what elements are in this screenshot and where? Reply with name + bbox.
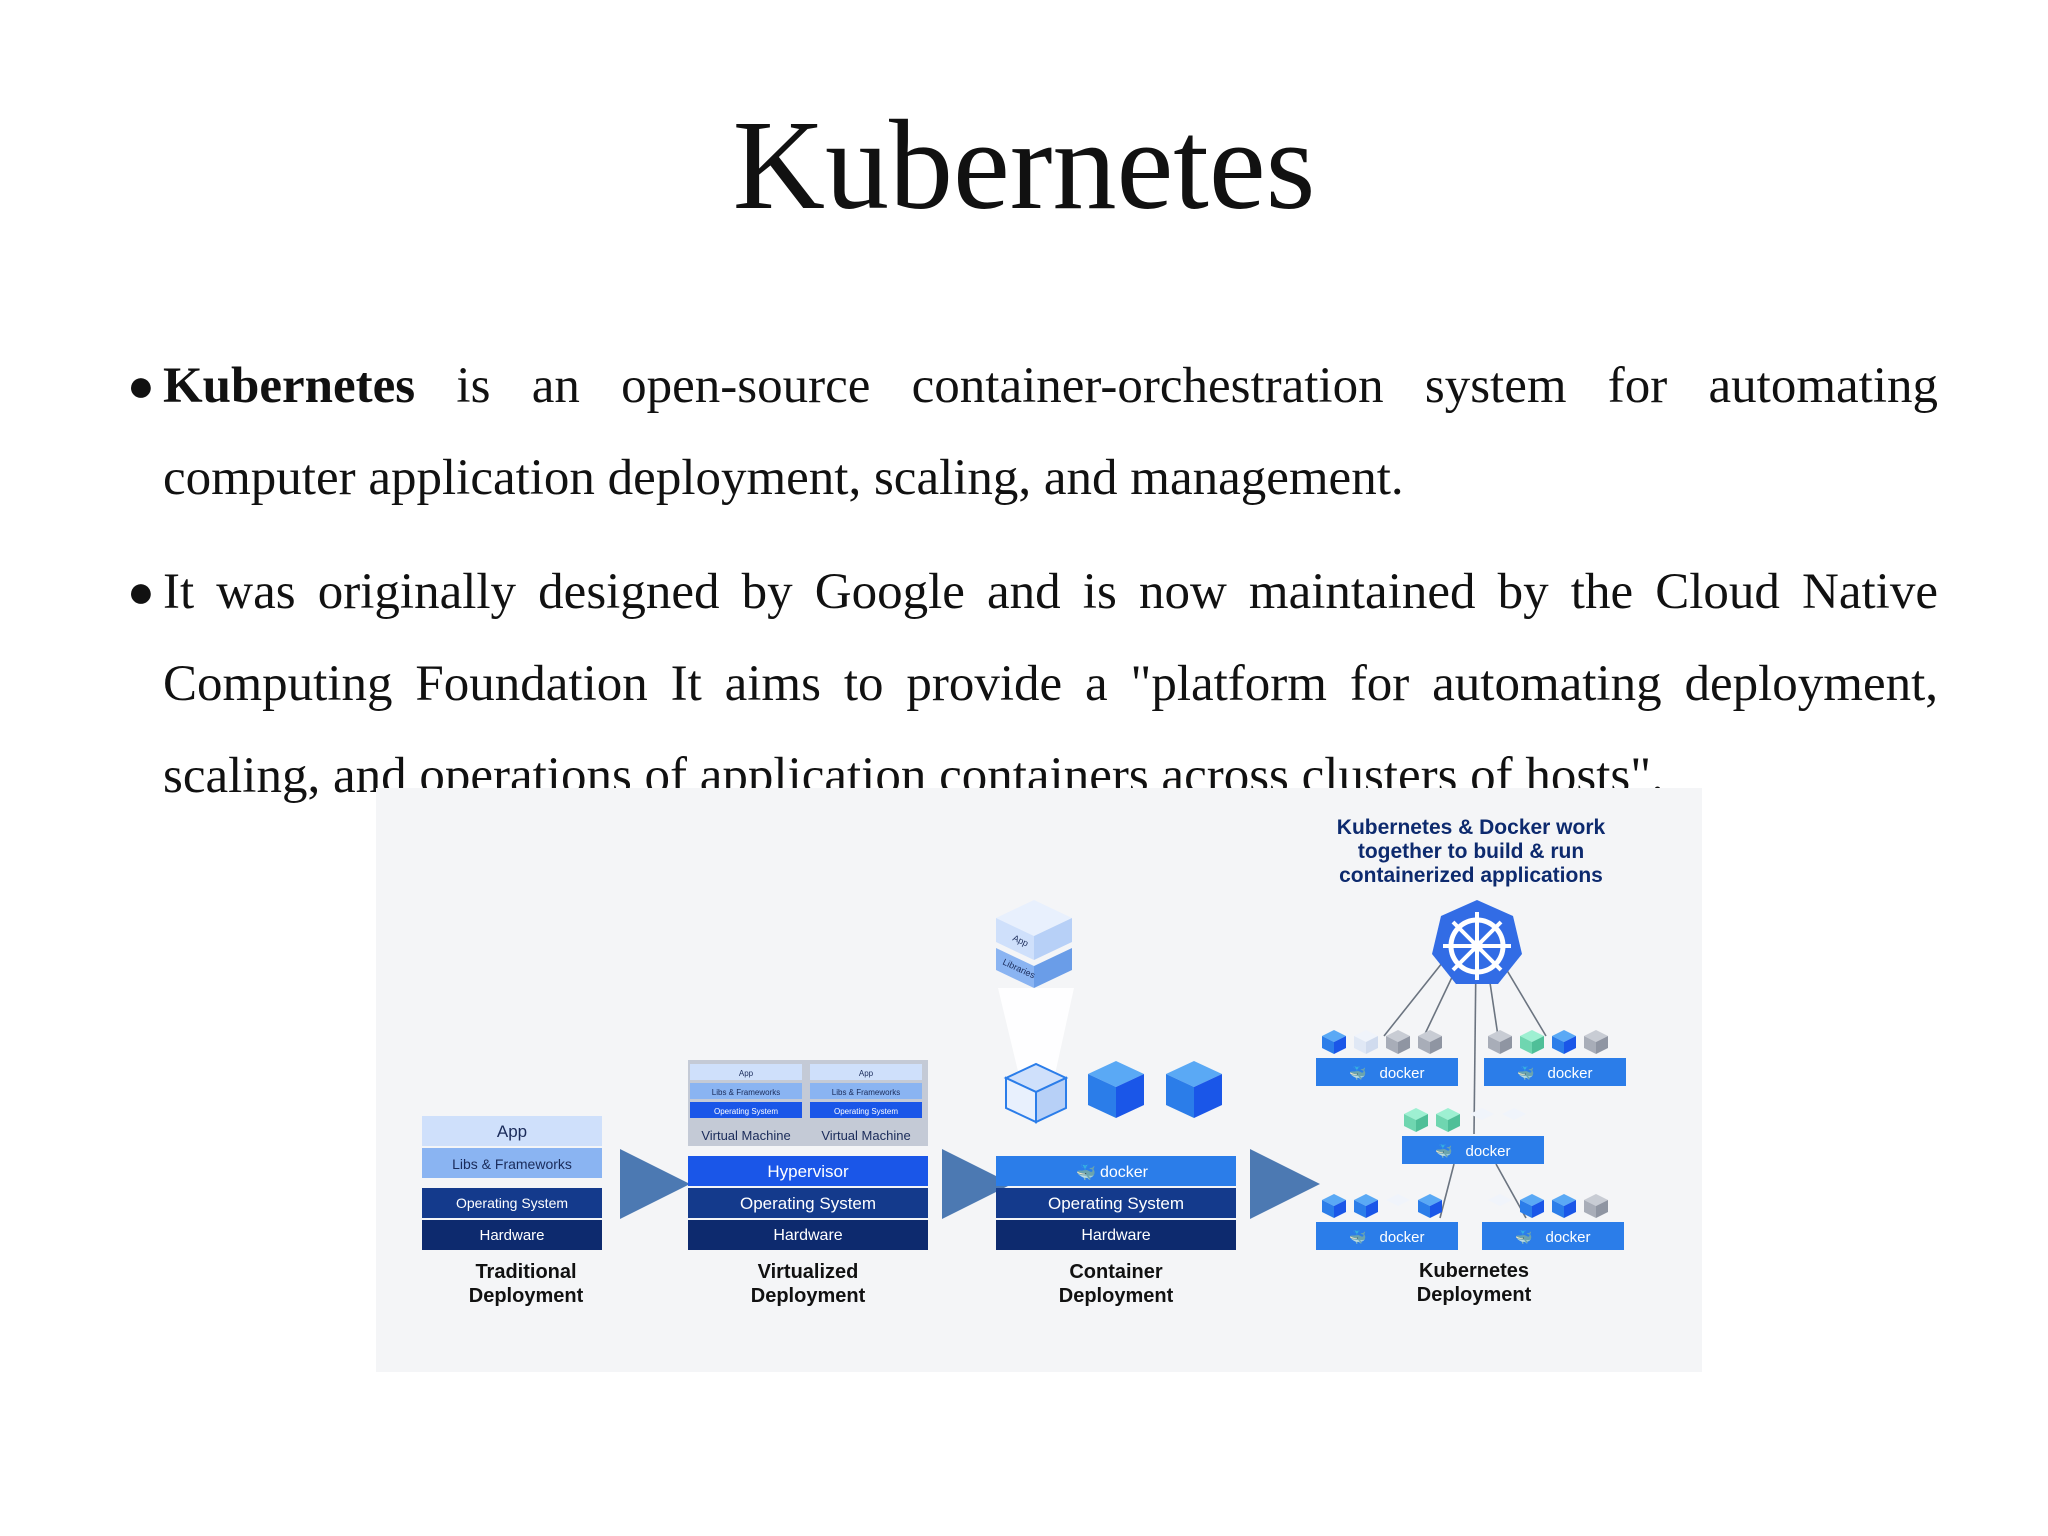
k8s-node-label: docker	[1547, 1065, 1592, 1082]
docker-whale-icon: 🐳	[1435, 1143, 1452, 1159]
vm1-layer-os: Operating System	[714, 1107, 778, 1116]
vm1-label: Virtual Machine	[701, 1128, 790, 1143]
kubernetes-label-1: Kubernetes	[1419, 1260, 1529, 1282]
bullet-item-1: ● Kubernetes is an open-source container…	[127, 340, 1938, 524]
k8s-node-middle: 🐳 docker	[1402, 1108, 1544, 1164]
diagram-caption-line-2: together to build & run	[1358, 840, 1584, 863]
container-layer-hardware: Hardware	[1081, 1227, 1150, 1244]
diagram-canvas: Kubernetes & Docker work together to bui…	[422, 816, 1626, 1307]
bullet-2-text: It was originally designed by Google and…	[163, 564, 1938, 804]
bullet-1-text: is an open-source container-orchestratio…	[163, 358, 1938, 506]
container-cube-icon	[1003, 1062, 1069, 1124]
traditional-layer-libs: Libs & Frameworks	[452, 1156, 572, 1172]
diagram-caption-line-1: Kubernetes & Docker work	[1337, 816, 1606, 839]
docker-whale-icon: 🐳	[1515, 1229, 1532, 1245]
container-label-1: Container	[1069, 1261, 1163, 1283]
kubernetes-helm-icon	[1432, 900, 1522, 984]
vm1-layer-libs: Libs & Frameworks	[712, 1088, 780, 1097]
traditional-label-1: Traditional	[475, 1261, 576, 1283]
traditional-layer-app: App	[497, 1122, 527, 1141]
bullet-item-2: ● It was originally designed by Google a…	[127, 546, 1938, 822]
virtualized-label-2: Deployment	[751, 1285, 866, 1307]
docker-whale-icon: 🐳	[1349, 1229, 1366, 1245]
diagram-caption-line-3: containerized applications	[1339, 864, 1603, 887]
vm2-label: Virtual Machine	[821, 1128, 910, 1143]
container-layer-os: Operating System	[1048, 1194, 1184, 1213]
virtualized-layer-os: Operating System	[740, 1194, 876, 1213]
container-layer-docker: docker	[1100, 1164, 1149, 1181]
k8s-node-label: docker	[1465, 1143, 1510, 1160]
bullet-dot-icon: ●	[127, 566, 155, 617]
container-label-2: Deployment	[1059, 1285, 1174, 1307]
container-cube-icon	[1166, 1061, 1222, 1118]
k8s-node-bottom-right: 🐳 docker	[1482, 1194, 1624, 1250]
vm1-layer-app: App	[739, 1069, 754, 1078]
k8s-node-label: docker	[1379, 1229, 1424, 1246]
traditional-layer-os: Operating System	[456, 1195, 568, 1211]
bullet-dot-icon: ●	[127, 360, 155, 411]
kubernetes-cluster: 🐳 docker 🐳 docker	[1316, 900, 1626, 1306]
container-stack: App Libraries 🐳 docker	[996, 900, 1236, 1307]
slide-title: Kubernetes	[732, 94, 1316, 236]
traditional-layer-hardware: Hardware	[479, 1227, 544, 1244]
k8s-node-top-right: 🐳 docker	[1484, 1030, 1626, 1086]
docker-whale-icon: 🐳	[1076, 1164, 1096, 1182]
vm2-layer-app: App	[859, 1069, 874, 1078]
traditional-stack: App Libs & Frameworks Operating System H…	[422, 1116, 602, 1307]
k8s-node-label: docker	[1379, 1065, 1424, 1082]
k8s-node-bottom-left: 🐳 docker	[1316, 1194, 1458, 1250]
virtualized-stack: App Libs & Frameworks Operating System V…	[688, 1060, 928, 1307]
vm2-layer-libs: Libs & Frameworks	[832, 1088, 900, 1097]
container-cube-icon	[1088, 1061, 1144, 1118]
traditional-label-2: Deployment	[469, 1285, 584, 1307]
virtualized-layer-hardware: Hardware	[773, 1227, 842, 1244]
k8s-node-top-left: 🐳 docker	[1316, 1030, 1458, 1086]
virtualized-label-1: Virtualized	[758, 1261, 859, 1283]
k8s-node-label: docker	[1545, 1229, 1590, 1246]
deployment-evolution-diagram: Kubernetes & Docker work together to bui…	[376, 788, 1702, 1372]
kubernetes-label-2: Deployment	[1417, 1284, 1532, 1306]
docker-whale-icon: 🐳	[1517, 1065, 1534, 1081]
docker-whale-icon: 🐳	[1349, 1065, 1366, 1081]
virtualized-layer-hypervisor: Hypervisor	[767, 1162, 849, 1181]
bullet-1-bold: Kubernetes	[163, 358, 416, 414]
bullet-list: ● Kubernetes is an open-source container…	[127, 340, 1938, 844]
vm2-layer-os: Operating System	[834, 1107, 898, 1116]
